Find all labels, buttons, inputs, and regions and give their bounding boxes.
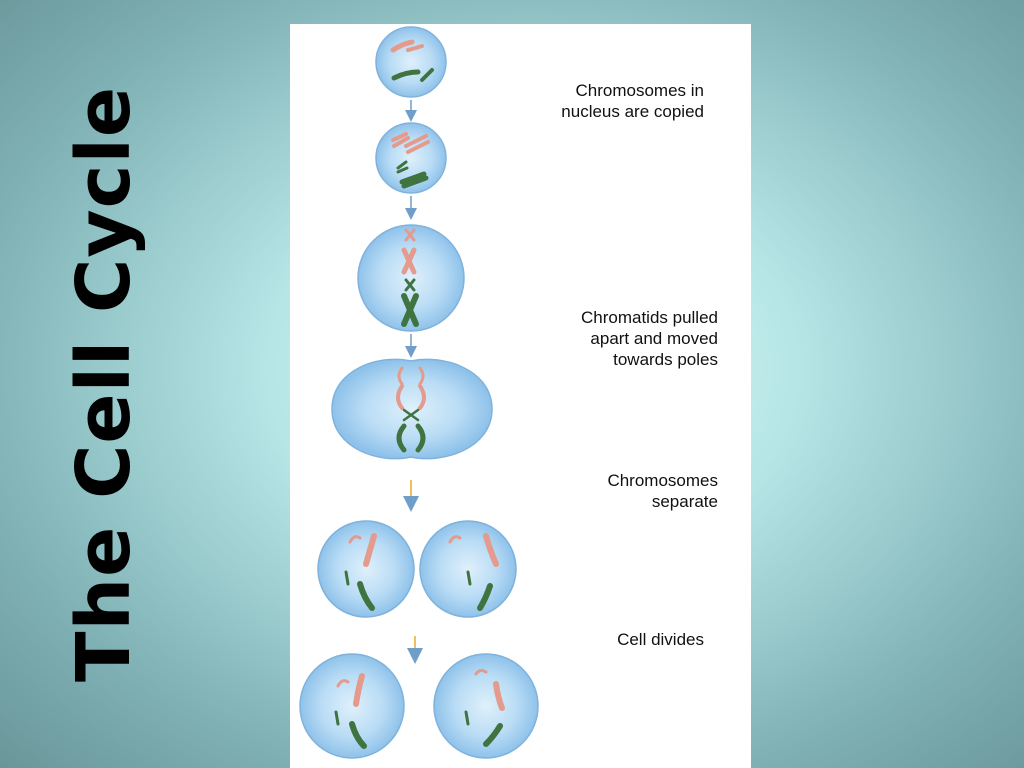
slide-title: The Cell Cycle xyxy=(61,85,147,683)
stage-4-cell xyxy=(331,358,493,460)
caption-chromatids-pulled: Chromatids pulled apart and moved toward… xyxy=(580,308,718,369)
cell-cycle-diagram xyxy=(299,26,539,759)
caption-chromosomes-copied: Chromosomes in nucleus are copied xyxy=(561,81,704,121)
stage-5-cell xyxy=(317,520,517,618)
stage-6-cells xyxy=(299,653,539,759)
caption-cell-divides: Cell divides xyxy=(617,630,704,649)
stage-3-cell xyxy=(357,224,465,332)
cell-cycle-diagram-panel: Chromosomes in nucleus are copied Chroma… xyxy=(290,24,751,768)
caption-chromosomes-separate: Chromosomes separate xyxy=(607,471,718,511)
stage-1-cell xyxy=(375,26,447,98)
stage-2-cell xyxy=(375,122,447,194)
